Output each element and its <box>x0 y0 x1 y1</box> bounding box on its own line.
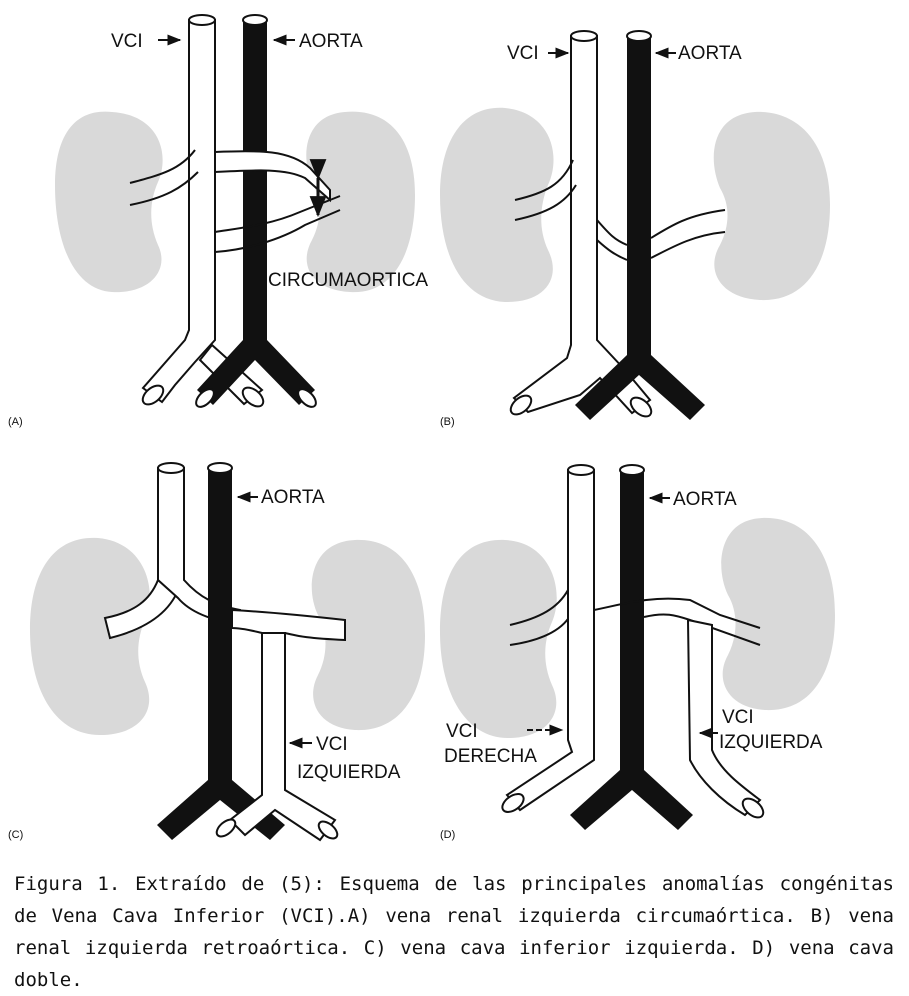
panel-b-id: (B) <box>440 416 455 428</box>
left-ivc-iliac-opening <box>741 797 765 819</box>
aorta-left-iliac-opening <box>297 388 317 408</box>
panel-d-vci-left-line1: VCI <box>722 707 754 728</box>
panel-b-vci-label: VCI <box>507 43 539 64</box>
left-kidney <box>713 111 830 301</box>
panel-a-circumaortic-label: CIRCUMAORTICA <box>268 270 428 291</box>
left-renal-vein <box>231 608 346 642</box>
figure-caption: Figura 1. Extraído de (5): Esquema de la… <box>14 873 894 991</box>
aorta <box>570 470 693 830</box>
panel-c-vci-label-line2: IZQUIERDA <box>297 762 401 783</box>
aorta <box>575 36 705 420</box>
left-kidney <box>721 517 835 711</box>
ivc-top-opening <box>188 14 216 26</box>
aorta-top-opening <box>619 464 645 476</box>
panel-c-vci-label-line1: VCI <box>316 734 348 755</box>
ivc-left-iliac-opening <box>629 396 653 418</box>
aorta-top-opening <box>626 30 652 42</box>
right-renal-vein <box>129 149 199 206</box>
panel-d-vci-right-line2: DERECHA <box>444 746 537 767</box>
ivc <box>512 35 652 415</box>
panel-b-aorta-label: AORTA <box>678 43 742 64</box>
aorta-top-opening <box>242 14 268 26</box>
panel-a-aorta-label: AORTA <box>299 31 363 52</box>
right-kidney <box>30 537 150 735</box>
aorta <box>197 20 315 405</box>
aorta <box>157 468 285 840</box>
right-ivc-top-opening <box>567 464 595 476</box>
ivc-top-opening <box>570 30 598 42</box>
left-kidney <box>306 111 415 293</box>
ivc-top-opening <box>157 462 185 474</box>
ivc <box>141 19 216 404</box>
left-renal-vein-retroaortic <box>596 209 726 261</box>
panel-d-aorta-label: AORTA <box>673 489 737 510</box>
right-renal-vein <box>514 159 577 221</box>
right-ivc-iliac-opening <box>501 793 525 813</box>
left-kidney <box>311 539 425 731</box>
ivc-right-iliac-opening <box>141 384 165 406</box>
panel-a: VCI AORTA CIRCUMAORTICA (A) <box>8 14 428 428</box>
panel-d-vci-left-line2: IZQUIERDA <box>719 732 823 753</box>
ivc-left-iliac-opening <box>241 386 265 408</box>
left-ivc <box>228 632 337 842</box>
aorta-right-iliac-opening <box>195 388 215 408</box>
left-renal-vein-retroaortic <box>214 195 341 253</box>
panel-c: AORTA VCI IZQUIERDA (C) <box>8 462 425 842</box>
right-kidney <box>440 107 554 303</box>
right-kidney <box>55 111 163 293</box>
panel-a-vci-label: VCI <box>111 31 143 52</box>
left-ivc-right-iliac-opening <box>215 818 237 838</box>
panel-c-id: (C) <box>8 829 23 841</box>
panel-d: AORTA VCI DERECHA VCI IZQUIERDA (D) <box>440 464 835 841</box>
panel-a-id: (A) <box>8 416 23 428</box>
left-ivc-left-iliac-opening <box>317 820 339 840</box>
left-ivc <box>686 618 762 817</box>
ivc-right-iliac-opening <box>509 394 533 416</box>
panel-d-vci-right-line1: VCI <box>446 721 478 742</box>
aorta-top-opening <box>207 462 233 474</box>
left-renal-vein-preaortic <box>214 150 331 203</box>
right-kidney <box>440 539 557 738</box>
panel-d-id: (D) <box>440 829 455 841</box>
panel-c-aorta-label: AORTA <box>261 487 325 508</box>
vena-cava-anomalies-figure: VCI AORTA CIRCUMAORTICA (A) VCI AORTA (B… <box>8 14 835 842</box>
panel-b: VCI AORTA (B) <box>440 30 830 428</box>
